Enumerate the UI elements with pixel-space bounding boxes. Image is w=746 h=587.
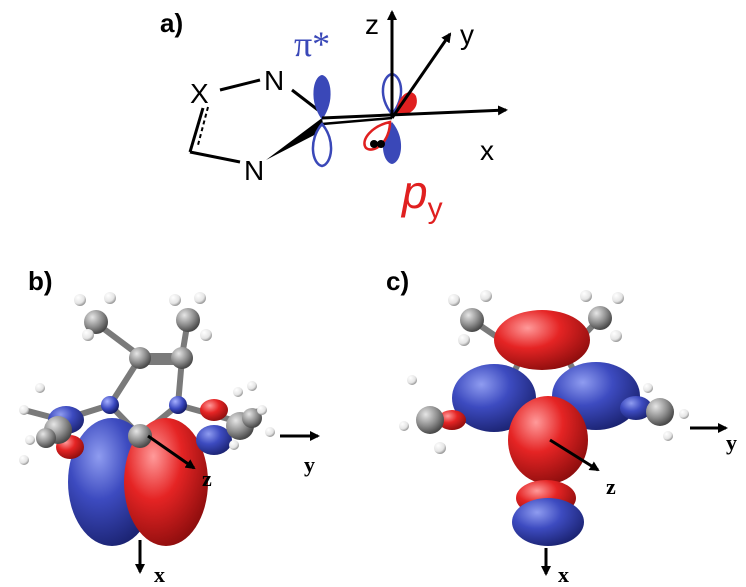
atom-carbon — [129, 347, 151, 369]
orbital-lobe-blue — [512, 498, 584, 546]
axis-y-arrow — [390, 32, 452, 119]
orbital-lobe-small — [438, 410, 466, 430]
axis-x-label: x — [480, 135, 494, 166]
panel-b-label: b) — [28, 266, 53, 296]
panel-b-axes — [135, 431, 320, 574]
atom-carbon — [36, 428, 56, 448]
atom-nitrogen — [169, 396, 187, 414]
atom-carbene — [128, 424, 152, 448]
panel-a: a) X N N — [160, 8, 508, 225]
axis-y-label: y — [460, 19, 474, 50]
panel-c-hydrogens — [399, 290, 689, 454]
orbital-lobe-red — [494, 310, 590, 370]
atom-nitrogen — [101, 396, 119, 414]
axis-x-label: x — [558, 562, 569, 587]
pi-star-label: π* — [294, 24, 330, 64]
atom-carbon — [176, 308, 200, 332]
pi-star-orbital — [311, 74, 333, 168]
atom-x: X — [190, 78, 209, 109]
axis-x-label: x — [154, 562, 165, 587]
atom-carbon — [242, 408, 262, 428]
atom-carbon — [646, 398, 674, 426]
orbital-lobe-red — [124, 418, 208, 546]
wedge-bond — [266, 118, 324, 160]
axis-z-arrow — [549, 438, 600, 472]
axis-x-arrow — [321, 105, 508, 120]
orbital-lobe-small — [200, 399, 228, 421]
atom-carbon — [460, 308, 484, 332]
bond-line — [321, 116, 393, 126]
panel-c-axes — [541, 423, 728, 576]
axis-z-label: z — [202, 466, 212, 491]
panel-c: c) — [386, 266, 737, 587]
atom-carbon — [171, 347, 193, 369]
py-orbital — [363, 92, 417, 151]
panel-a-axes — [321, 10, 508, 120]
orbital-lobe-red — [508, 396, 588, 484]
panel-b-hydrogens — [19, 292, 275, 465]
axis-y-label: y — [726, 430, 737, 455]
atom-carbon — [416, 406, 444, 434]
axis-z-label: z — [606, 474, 616, 499]
panel-a-label: a) — [160, 8, 183, 38]
py-label-main: p — [400, 166, 428, 218]
orbital-lobe-small — [620, 396, 652, 420]
axis-z-label: z — [365, 9, 379, 40]
atom-n-top: N — [264, 65, 284, 96]
panel-c-label: c) — [386, 266, 409, 296]
axis-z-arrow — [147, 434, 196, 470]
py-label: py — [400, 166, 443, 225]
orbital-lobe-small — [196, 425, 232, 455]
ring-skeleton — [188, 78, 319, 164]
atom-n-bottom: N — [244, 155, 264, 186]
orbital-lobe-blue — [452, 364, 536, 432]
atom-carbon — [84, 310, 108, 334]
axis-y-label: y — [304, 452, 315, 477]
atom-carbon — [588, 306, 612, 330]
py-label-sub: y — [428, 192, 443, 225]
panel-b: b) — [19, 266, 320, 587]
